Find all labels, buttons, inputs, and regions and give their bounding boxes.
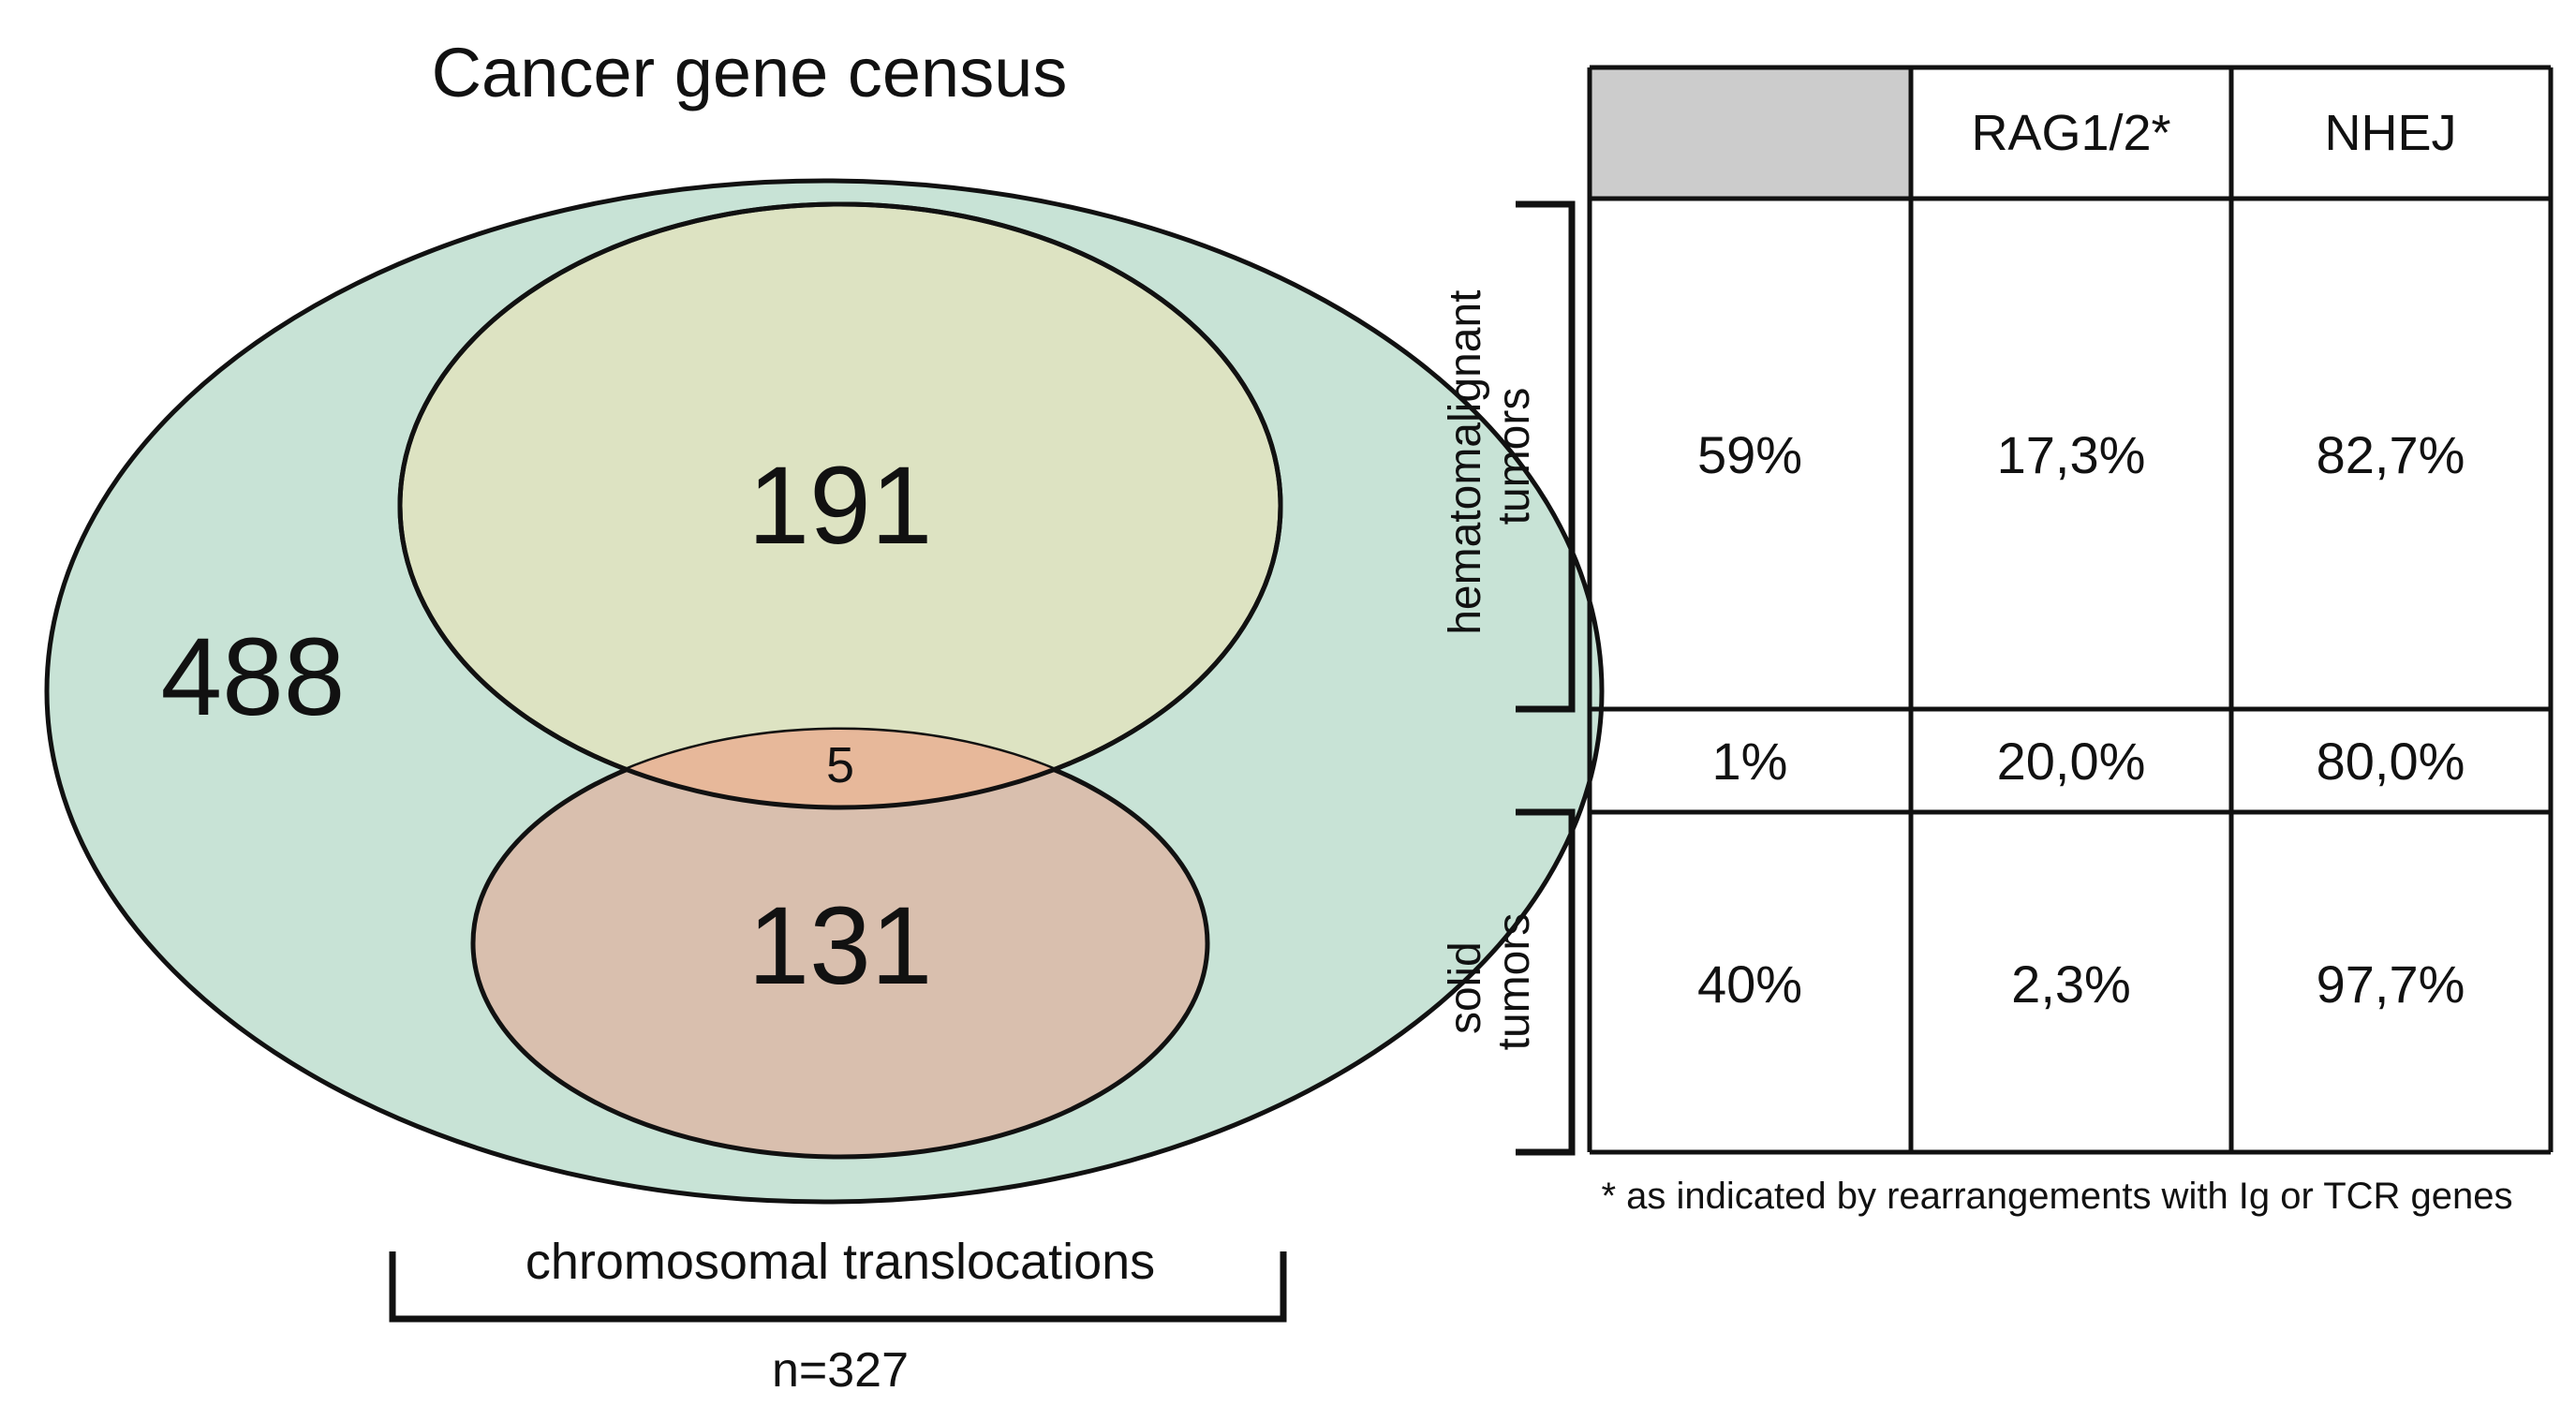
mixed-share-cell: 1% xyxy=(1712,732,1788,791)
table-grid xyxy=(1587,65,2554,1155)
top-count: 191 xyxy=(748,444,933,568)
bottom-count: 131 xyxy=(748,884,933,1008)
solid-rag-cell: 2,3% xyxy=(2011,955,2131,1014)
solid-bracket xyxy=(1516,808,1576,1156)
hemato-share-cell: 59% xyxy=(1697,425,1802,484)
outer-count: 488 xyxy=(161,615,346,739)
overlap-count: 5 xyxy=(826,737,854,793)
table-header-blank-cell xyxy=(1590,67,1911,199)
venn-title: Cancer gene census xyxy=(432,34,1068,111)
mixed-rag-cell: 20,0% xyxy=(1997,732,2146,791)
hemato-nhej-cell: 82,7% xyxy=(2317,425,2465,484)
bracket-label: chromosomal translocations xyxy=(526,1234,1155,1290)
mixed-nhej-cell: 80,0% xyxy=(2317,732,2465,791)
n-label: n=327 xyxy=(772,1343,909,1398)
translocation-bracket xyxy=(389,1251,1287,1323)
solid-share-cell: 40% xyxy=(1697,955,1802,1014)
header-nhej: NHEJ xyxy=(2324,105,2456,161)
header-rag: RAG1/2* xyxy=(1971,105,2170,161)
top-subset-outline xyxy=(397,201,1283,810)
venn-diagram: Cancer gene census 488 191 5 131 chromos… xyxy=(44,34,1605,1398)
hemato-group-label: hematomalignant tumors xyxy=(1441,277,1539,635)
hemato-rag-cell: 17,3% xyxy=(1997,425,2146,484)
hemato-bracket xyxy=(1516,200,1576,713)
table-footnote: * as indicated by rearrangements with Ig… xyxy=(1601,1176,2512,1217)
solid-group-label: solid tumors xyxy=(1441,913,1539,1051)
solid-nhej-cell: 97,7% xyxy=(2317,955,2465,1014)
mechanism-table: RAG1/2* NHEJ 59% 17,3% 82,7% 1% 20,0% 80… xyxy=(1441,65,2554,1217)
